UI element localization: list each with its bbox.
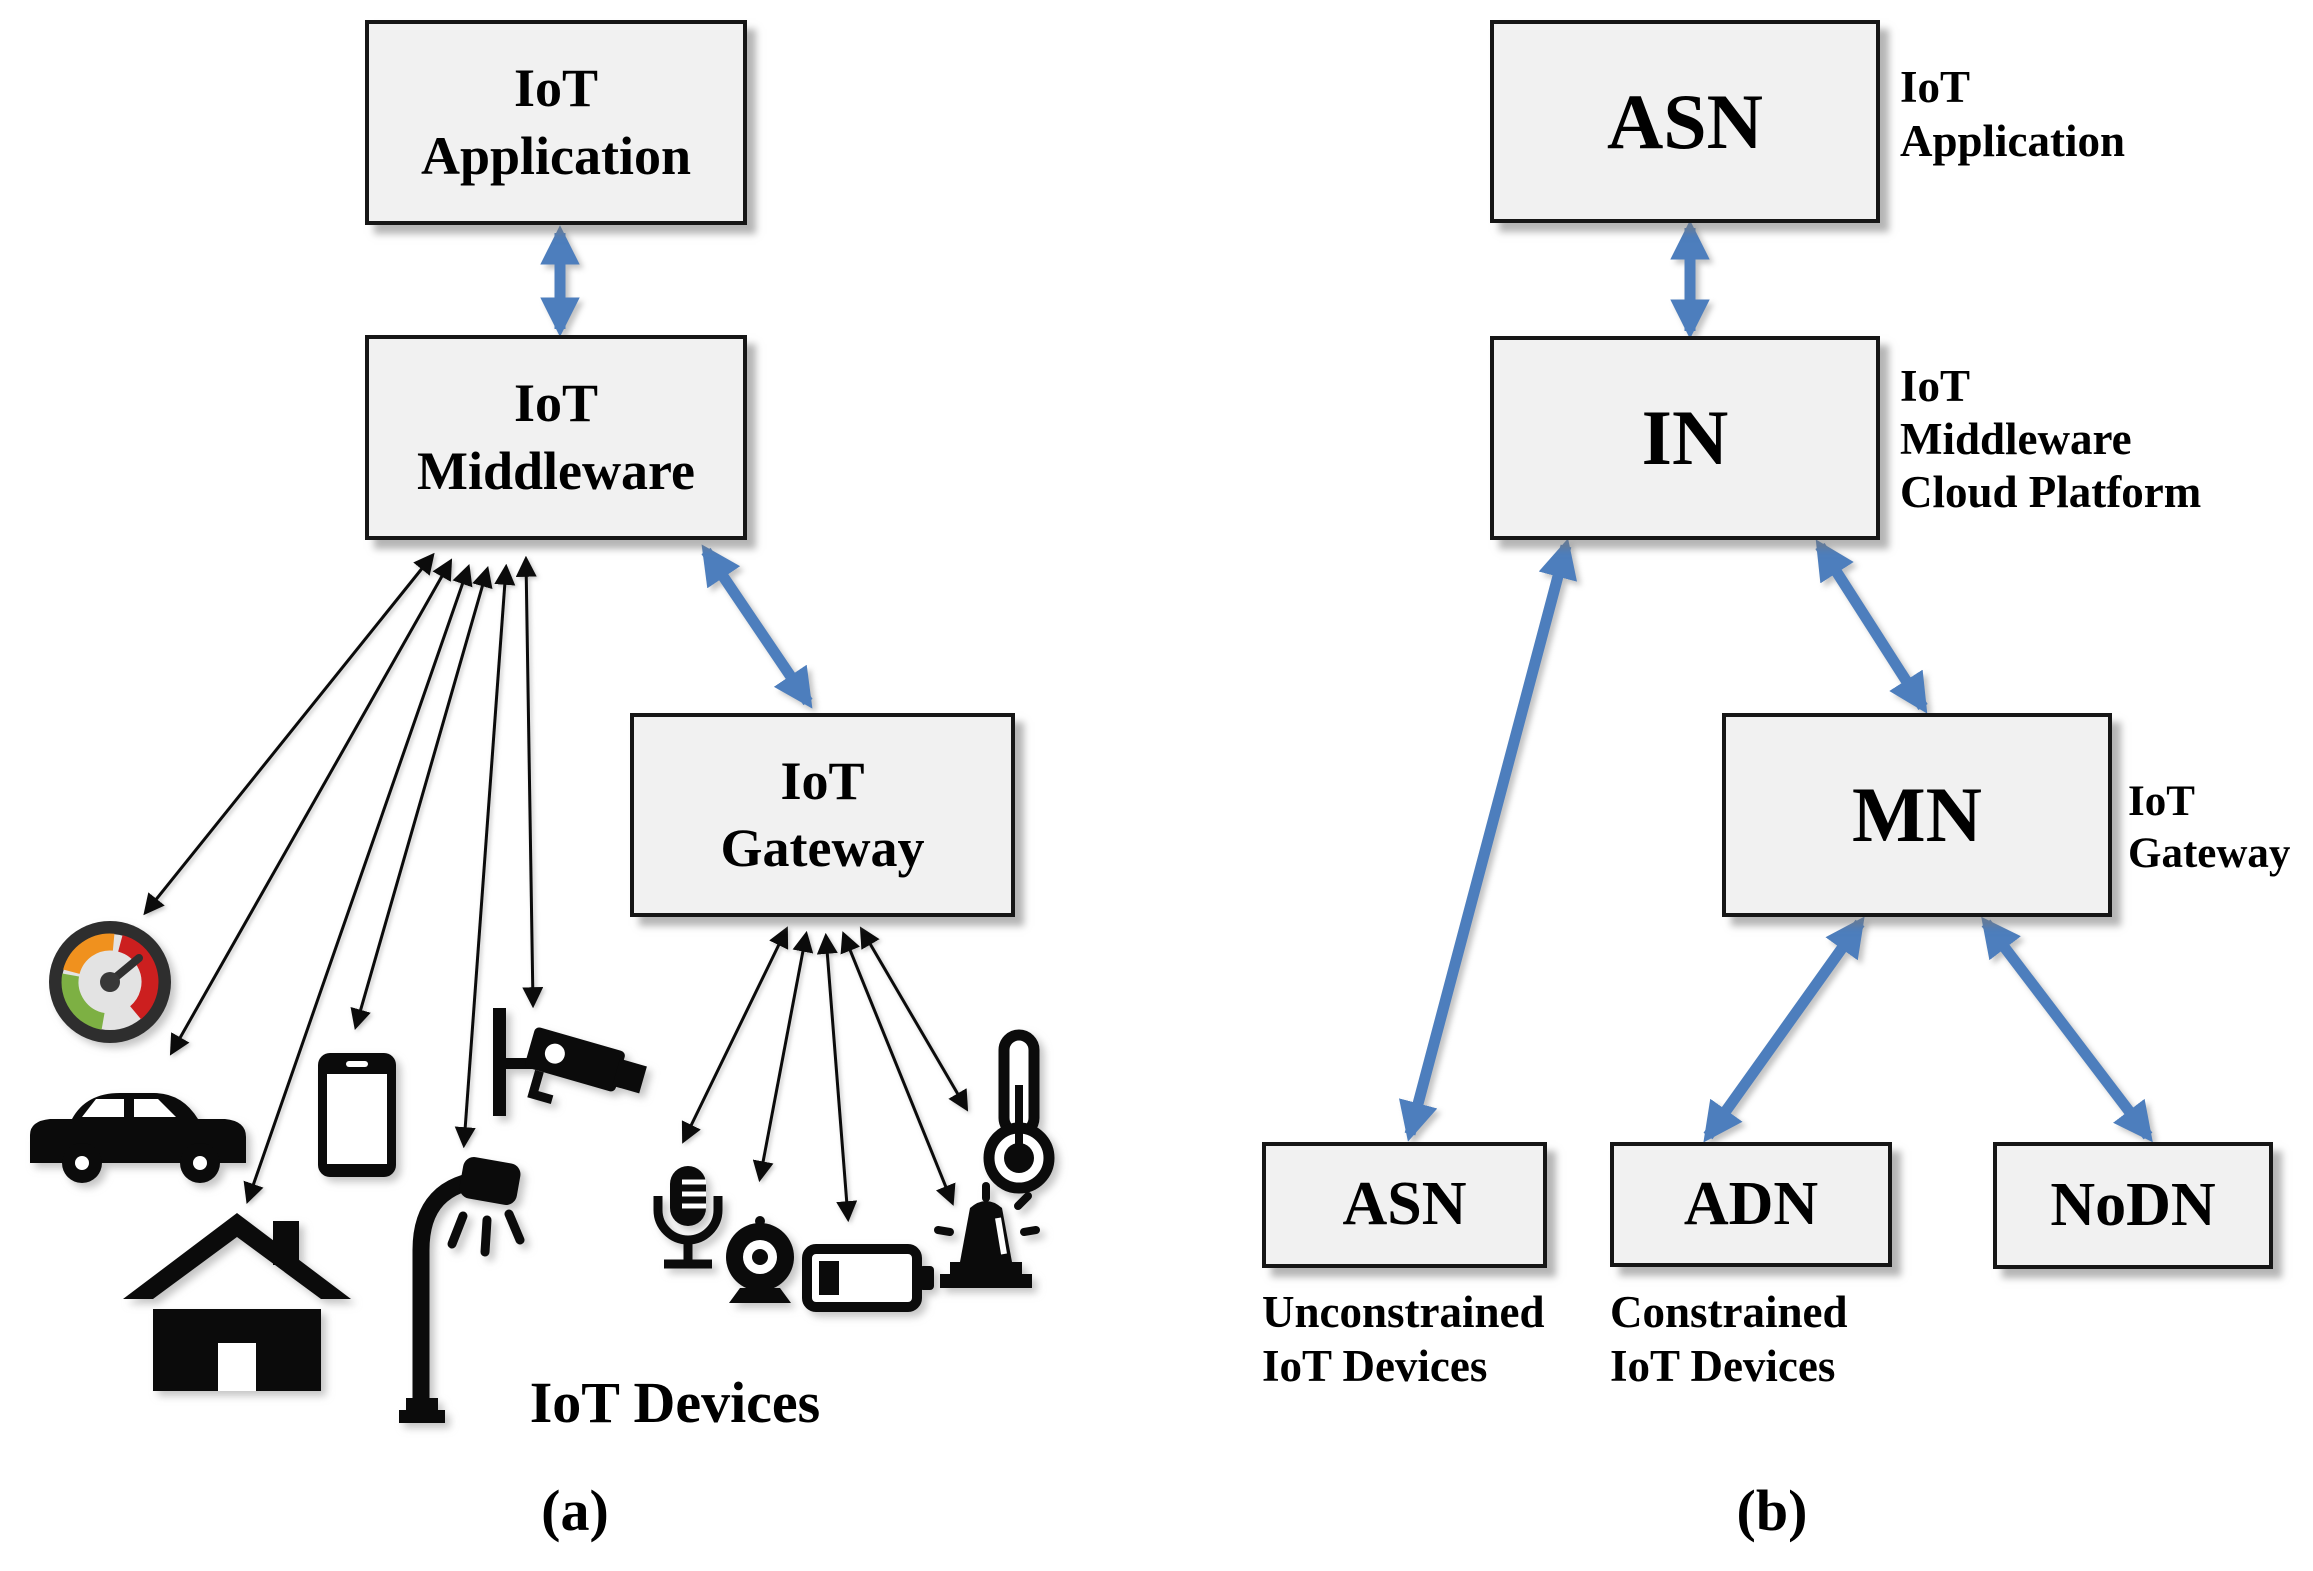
street-lamp-icon <box>399 1157 525 1423</box>
arrow-middleware-street-lamp <box>454 563 516 1149</box>
arrow-middleware-gauge <box>143 552 435 916</box>
car-icon <box>30 1093 246 1183</box>
caption-panel-b: (b) <box>1736 1478 1808 1543</box>
microphone-icon <box>653 1166 723 1269</box>
node-box-iot-application: IoT Application <box>365 20 747 225</box>
arrow-mn-nodn <box>1981 916 2153 1143</box>
arrow-gateway-webcam <box>752 930 814 1183</box>
arrow-middleware-gateway <box>701 544 813 709</box>
arrow-middleware-cctv-camera <box>515 555 544 1009</box>
label-adn: Constrained IoT Devices <box>1610 1287 1848 1391</box>
thermometer-icon <box>983 1029 1055 1194</box>
label-asn-top: IoT Application <box>1900 62 2126 166</box>
arrow-in-asn-bottom <box>1398 538 1578 1142</box>
node-box-asn-bottom: ASN <box>1262 1142 1547 1268</box>
label-in: IoT Middleware Cloud Platform <box>1900 361 2202 518</box>
node-box-iot-middleware: IoT Middleware <box>365 335 747 540</box>
caption-panel-a: (a) <box>541 1478 609 1543</box>
device-icons <box>30 921 1055 1423</box>
arrow-mn-adn <box>1703 916 1865 1143</box>
device-link-arrows <box>143 552 969 1223</box>
house-icon <box>123 1213 351 1391</box>
siren-icon <box>934 1182 1040 1288</box>
arrow-gateway-thermometer <box>859 926 969 1112</box>
arrow-middleware-smartphone <box>350 565 493 1031</box>
arrow-in-mn <box>1815 539 1928 714</box>
arrow-gateway-microphone <box>681 926 789 1144</box>
arrow-gateway-siren <box>840 931 956 1206</box>
cctv-camera-icon <box>493 1008 647 1116</box>
label-iot-devices: IoT Devices <box>529 1370 821 1435</box>
battery-icon <box>802 1244 934 1312</box>
node-box-adn: ADN <box>1610 1142 1892 1267</box>
smartphone-icon <box>318 1053 396 1177</box>
arrow-middleware-car <box>169 558 453 1056</box>
node-box-nodn: NoDN <box>1993 1142 2273 1269</box>
gauge-icon <box>49 921 171 1043</box>
node-box-in: IN <box>1490 336 1880 540</box>
webcam-icon <box>726 1216 794 1303</box>
layer-link-arrows <box>540 220 2153 1143</box>
node-box-asn-top: ASN <box>1490 20 1880 223</box>
label-mn: IoT Gateway <box>2128 778 2291 877</box>
arrow-gateway-battery <box>816 932 858 1223</box>
node-box-iot-gateway: IoT Gateway <box>630 713 1015 917</box>
node-box-mn: MN <box>1722 713 2112 917</box>
label-asn-bottom: Unconstrained IoT Devices <box>1262 1287 1545 1391</box>
